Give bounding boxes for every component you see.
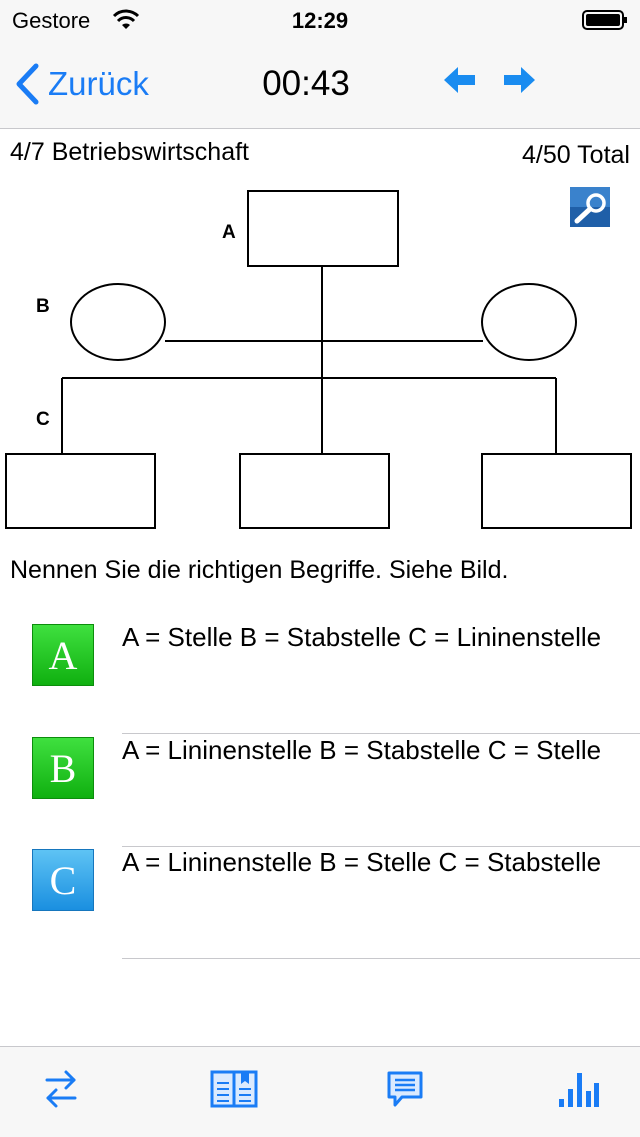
box-a [247, 190, 399, 267]
ellipse-b-right [481, 283, 577, 361]
answer-divider [122, 846, 640, 847]
answer-option-c[interactable]: C A = Lininenstelle B = Stelle C = Stabs… [0, 847, 640, 959]
answer-text-c: A = Lininenstelle B = Stelle C = Stabste… [122, 847, 602, 877]
answer-badge-c: C [32, 849, 94, 911]
status-time: 12:29 [291, 8, 349, 33]
answer-badge-a: A [32, 624, 94, 686]
previous-arrow-icon[interactable] [444, 66, 476, 94]
box-c-right [481, 453, 632, 529]
comment-icon[interactable] [386, 1069, 424, 1109]
label-c: C [36, 409, 50, 430]
next-arrow-icon[interactable] [503, 66, 535, 94]
ellipse-b-left [70, 283, 166, 361]
answer-text-b: A = Lininenstelle B = Stabstelle C = Ste… [122, 735, 602, 765]
statistics-icon[interactable] [557, 1069, 599, 1109]
battery-icon [582, 10, 627, 30]
box-c-left [5, 453, 156, 529]
organization-diagram: A B C [5, 190, 632, 529]
box-c-middle [239, 453, 390, 529]
wifi-icon [112, 9, 140, 29]
back-button[interactable]: Zurück [14, 60, 149, 108]
carrier-name: Gestore [12, 8, 91, 33]
total-progress: 4/50 Total [522, 141, 630, 169]
book-icon[interactable] [210, 1069, 258, 1109]
answer-divider [122, 958, 640, 959]
quiz-timer: 00:43 [262, 64, 350, 103]
answer-option-a[interactable]: A A = Stelle B = Stabstelle C = Lininens… [0, 622, 640, 734]
answer-badge-b: B [32, 737, 94, 799]
question-text: Nennen Sie die richtigen Begriffe. Siehe… [10, 556, 509, 584]
zoom-magnifier-icon[interactable] [570, 187, 610, 227]
swap-arrows-icon[interactable] [44, 1069, 78, 1109]
label-b: B [36, 296, 50, 317]
bottom-toolbar [0, 1046, 640, 1137]
category-progress: 4/7 Betriebswirtschaft [10, 138, 249, 166]
status-bar: Gestore 12:29 [0, 0, 640, 40]
answer-divider [122, 733, 640, 734]
chevron-left-icon [16, 63, 39, 105]
label-a: A [222, 222, 236, 243]
back-label: Zurück [48, 65, 149, 102]
answer-text-a: A = Stelle B = Stabstelle C = Lininenste… [122, 622, 602, 652]
answer-option-b[interactable]: B A = Lininenstelle B = Stabstelle C = S… [0, 735, 640, 847]
navigation-bar: Zurück 00:43 [0, 40, 640, 129]
